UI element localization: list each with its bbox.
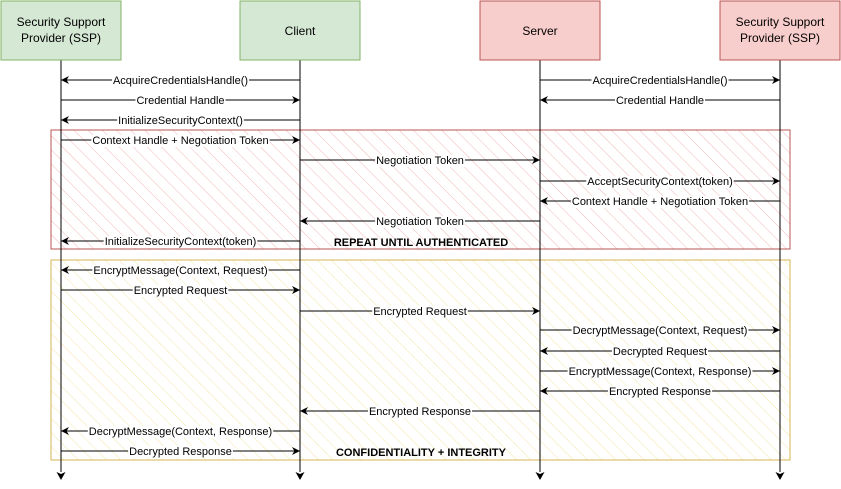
message-16: EncryptMessage(Context, Response) bbox=[540, 366, 780, 378]
participant-ssp-server-line2: Provider (SSP) bbox=[740, 31, 820, 45]
message-label: Decrypted Request bbox=[613, 346, 707, 358]
message-label-background bbox=[103, 236, 258, 248]
message-label-background bbox=[91, 135, 270, 147]
message-label-background bbox=[87, 426, 274, 438]
message-label-background bbox=[607, 386, 713, 398]
message-3: Credential Handle bbox=[540, 95, 780, 107]
message-label-background bbox=[92, 265, 269, 277]
participant-ssp-client: Security Support Provider (SSP) bbox=[0, 0, 122, 61]
message-label-background bbox=[375, 155, 465, 167]
participant-ssp-client-line1: Security Support bbox=[17, 15, 106, 29]
message-label: Context Handle + Negotiation Token bbox=[572, 196, 748, 208]
message-label-background bbox=[367, 406, 473, 418]
message-2: Credential Handle bbox=[61, 95, 300, 107]
message-label: EncryptMessage(Context, Response) bbox=[569, 366, 752, 378]
participant-client-label: Client bbox=[285, 24, 316, 38]
message-label-background bbox=[586, 176, 734, 188]
lifeline-end-arrow-ssp-client bbox=[56, 472, 66, 480]
message-label-background bbox=[117, 115, 244, 127]
message-label-background bbox=[372, 306, 468, 318]
message-label-background bbox=[375, 216, 465, 228]
message-label-background bbox=[571, 325, 749, 337]
message-label: Encrypted Response bbox=[609, 386, 711, 398]
message-label-background bbox=[611, 346, 709, 358]
message-label: AcceptSecurityContext(token) bbox=[587, 176, 733, 188]
message-label: Credential Handle bbox=[136, 95, 224, 107]
message-label: Encrypted Request bbox=[134, 285, 228, 297]
message-8: Context Handle + Negotiation Token bbox=[540, 196, 780, 208]
message-0: AcquireCredentialsHandle() bbox=[61, 75, 300, 87]
message-label: AcquireCredentialsHandle() bbox=[592, 75, 727, 87]
participant-ssp-client-line2: Provider (SSP) bbox=[21, 31, 101, 45]
participant-ssp-server: Security Support Provider (SSP) bbox=[719, 0, 841, 61]
message-label: InitializeSecurityContext() bbox=[118, 115, 243, 127]
participants: Security Support Provider (SSP) Client S… bbox=[0, 0, 841, 61]
message-18: Encrypted Response bbox=[300, 406, 540, 418]
message-label: EncryptMessage(Context, Request) bbox=[93, 265, 267, 277]
message-5: Context Handle + Negotiation Token bbox=[61, 135, 300, 147]
message-label-background bbox=[132, 285, 229, 297]
message-label-background bbox=[135, 95, 226, 107]
message-10: InitializeSecurityContext(token) bbox=[61, 236, 300, 248]
message-20: Decrypted Response bbox=[61, 446, 300, 458]
message-label: Context Handle + Negotiation Token bbox=[92, 135, 268, 147]
message-19: DecryptMessage(Context, Response) bbox=[61, 426, 300, 438]
participant-server-label: Server bbox=[522, 24, 557, 38]
message-11: EncryptMessage(Context, Request) bbox=[61, 265, 300, 277]
message-17: Encrypted Response bbox=[540, 386, 780, 398]
lifeline-end-arrow-server bbox=[535, 472, 545, 480]
message-label: AcquireCredentialsHandle() bbox=[113, 75, 248, 87]
repeat-group-frame bbox=[50, 129, 791, 250]
message-label: Encrypted Request bbox=[373, 306, 467, 318]
message-14: DecryptMessage(Context, Request) bbox=[540, 325, 780, 337]
message-1: AcquireCredentialsHandle() bbox=[540, 75, 780, 87]
lifeline-end-arrow-client bbox=[295, 472, 305, 480]
message-label: Encrypted Response bbox=[369, 406, 471, 418]
participant-server: Server bbox=[479, 0, 601, 61]
message-label: Negotiation Token bbox=[376, 216, 464, 228]
message-label: InitializeSecurityContext(token) bbox=[105, 236, 257, 248]
message-label-background bbox=[128, 446, 233, 458]
message-label-background bbox=[614, 95, 706, 107]
message-label: Decrypted Response bbox=[129, 446, 232, 458]
lifeline-end-arrow-ssp-server bbox=[775, 472, 785, 480]
participant-ssp-server-line1: Security Support bbox=[736, 15, 825, 29]
messages: AcquireCredentialsHandle() AcquireCredent… bbox=[61, 75, 780, 458]
repeat-group-label: REPEAT UNTIL AUTHENTICATED bbox=[334, 237, 508, 249]
participant-client: Client bbox=[239, 0, 361, 61]
message-label: Credential Handle bbox=[616, 95, 704, 107]
message-label: DecryptMessage(Context, Response) bbox=[89, 426, 272, 438]
message-9: Negotiation Token bbox=[300, 216, 540, 228]
confidentiality-group-label: CONFIDENTIALITY + INTEGRITY bbox=[336, 447, 507, 459]
message-7: AcceptSecurityContext(token) bbox=[540, 176, 780, 188]
message-label-background bbox=[567, 366, 753, 378]
message-label: DecryptMessage(Context, Request) bbox=[573, 325, 748, 337]
message-13: Encrypted Request bbox=[300, 306, 540, 318]
message-label-background bbox=[591, 75, 729, 87]
message-15: Decrypted Request bbox=[540, 346, 780, 358]
message-4: InitializeSecurityContext() bbox=[61, 115, 300, 127]
message-label-background bbox=[570, 196, 750, 208]
message-6: Negotiation Token bbox=[300, 155, 540, 167]
message-label-background bbox=[111, 75, 250, 87]
message-label: Negotiation Token bbox=[376, 155, 464, 167]
message-12: Encrypted Request bbox=[61, 285, 300, 297]
